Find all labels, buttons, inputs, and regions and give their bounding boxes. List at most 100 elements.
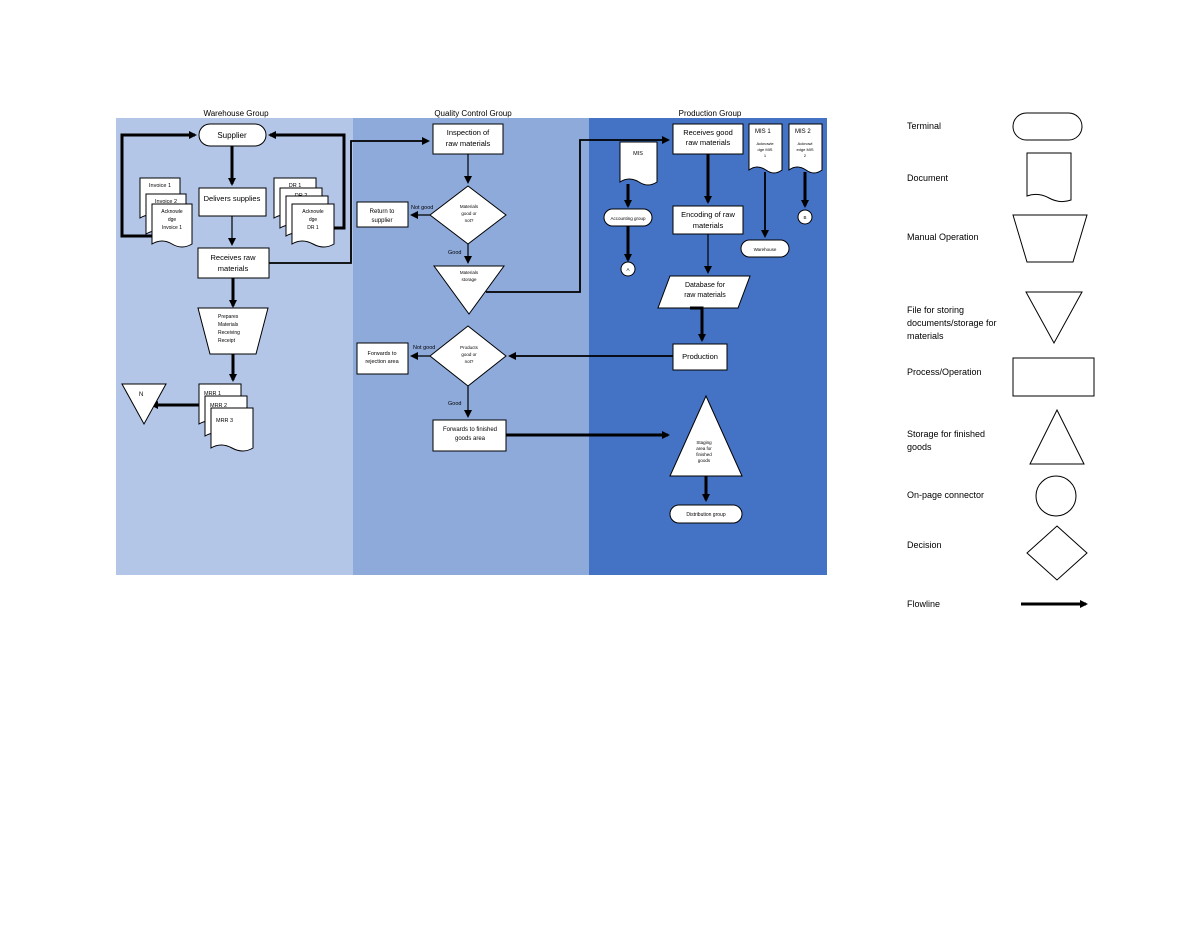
inspection-process [432,123,504,155]
staging-line3: finished [696,452,712,457]
inspection-line1: Inspection of [447,128,490,137]
mis-document [619,141,658,186]
lane-title-quality: Quality Control Group [434,109,512,118]
ack-mis2-line1: Acknowl [798,141,813,146]
receives-raw-line2: materials [218,264,249,273]
return-line2: supplier [371,218,392,224]
legend-file-icon [1025,291,1083,345]
encoding-line2: materials [693,221,724,230]
rejection-line2: rejection area [365,359,399,365]
legend-process-label: Process/Operation [907,367,982,377]
ack-dr-line1: Acknowle [302,209,324,215]
decision1-line3: not? [465,218,474,223]
staging-line1: Staging [696,440,712,445]
lane-title-warehouse: Warehouse Group [203,109,269,118]
delivers-supplies-label: Delivers supplies [204,194,261,203]
legend-connector-label: On-page connector [907,490,984,500]
supplier-label: Supplier [217,131,247,140]
legend-document-label: Document [907,173,949,183]
not-good-label-1: Not good [411,205,433,211]
return-line1: Return to [370,209,395,215]
legend-manual-icon [1012,214,1088,263]
legend-storage-line2: goods [907,442,932,452]
flow-invoice-loop [120,131,197,238]
database-line2: raw materials [684,292,726,299]
database-line1: Database for [685,282,726,289]
ack-mis1-line3: 1 [764,153,767,158]
ack-invoice-document [151,203,193,248]
legend-manual-label: Manual Operation [907,232,979,242]
ack-mis2-line2: edge MIS [796,147,813,152]
production-process [672,343,728,371]
mrr-1-label: MRR 1 [204,391,221,397]
decision1-line1: Materials [460,204,479,209]
return-supplier-process [356,201,409,228]
legend-file-line3: materials [907,331,944,341]
connector-b-label: B [803,215,806,220]
ack-mis1-line1: Acknowle [756,141,774,146]
decision2-line3: not? [465,359,474,364]
accounting-label: Accounting group [610,216,646,221]
mis-2-document [788,123,823,174]
rejection-line1: Forwards to [367,351,396,357]
connector-a [620,261,636,277]
legend-decision-icon [1026,525,1088,581]
file-n-storage [121,383,167,426]
distribution-label: Distribution group [686,512,725,518]
legend-document-icon [1026,152,1072,203]
legend-connector-icon [1035,475,1077,517]
decision1-line2: good or [461,211,477,216]
staging-line2: area for [696,446,712,451]
not-good-label-2: Not good [413,345,435,351]
flow-receives-inspection [269,137,430,264]
prepares-line3: Receiving [218,330,240,336]
decision2-line2: good or [461,352,477,357]
encoding-process [672,205,744,235]
ack-dr-line2: dge [309,217,318,223]
materials-storage-line2: storage [461,277,477,282]
legend-terminal-label: Terminal [907,121,941,131]
mrr-3-document [210,407,254,452]
materials-storage-file [433,265,505,315]
receives-raw-process [197,247,270,279]
ack-dr-document [291,203,335,248]
legend-decision-label: Decision [907,540,942,550]
inspection-line2: raw materials [446,139,491,148]
decision2-line1: Products [460,345,479,350]
database-parallelogram [657,275,751,309]
receives-good-line2: raw materials [686,138,731,147]
invoice-1-label: Invoice 1 [149,183,171,189]
materials-storage-line1: Materials [460,270,479,275]
finished-line2: goods area [455,436,486,442]
legend-process-icon [1012,357,1095,397]
ack-mis2-line3: 2 [804,153,807,158]
prepares-line1: Prepares [218,314,239,320]
prepares-line2: Materials [218,322,239,328]
prepares-mrr-manual [197,307,269,355]
lane-title-production: Production Group [679,109,742,118]
good-label-1: Good [448,250,461,256]
rejection-process [356,342,409,375]
ack-invoice-line3: Invoice 1 [162,225,182,231]
receives-good-line1: Receives good [683,128,733,137]
mrr-2-label: MRR 2 [210,403,227,409]
ack-invoice-line1: Acknowle [161,209,183,215]
legend-storage-icon [1029,408,1085,465]
invoice-2-label: Invoice 2 [155,199,177,205]
connector-a-label: A [626,267,629,272]
good-label-2: Good [448,401,461,407]
receives-raw-line1: Receives raw [210,253,256,262]
ack-invoice-line2: dge [168,217,177,223]
legend-file-line1: File for storing [907,305,964,315]
staging-line4: goods [698,458,711,463]
legend-flowline-label: Flowline [907,599,940,609]
ack-dr-line3: DR 1 [307,225,319,231]
flow-dr-loop [268,131,346,230]
warehouse-terminal [740,239,790,258]
mis-2-label: MIS 2 [795,129,811,135]
encoding-line1: Encoding of raw [681,210,735,219]
legend-file-line2: documents/storage for [907,318,997,328]
mrr-3-label: MRR 3 [216,418,233,424]
mis-1-label: MIS 1 [755,129,771,135]
